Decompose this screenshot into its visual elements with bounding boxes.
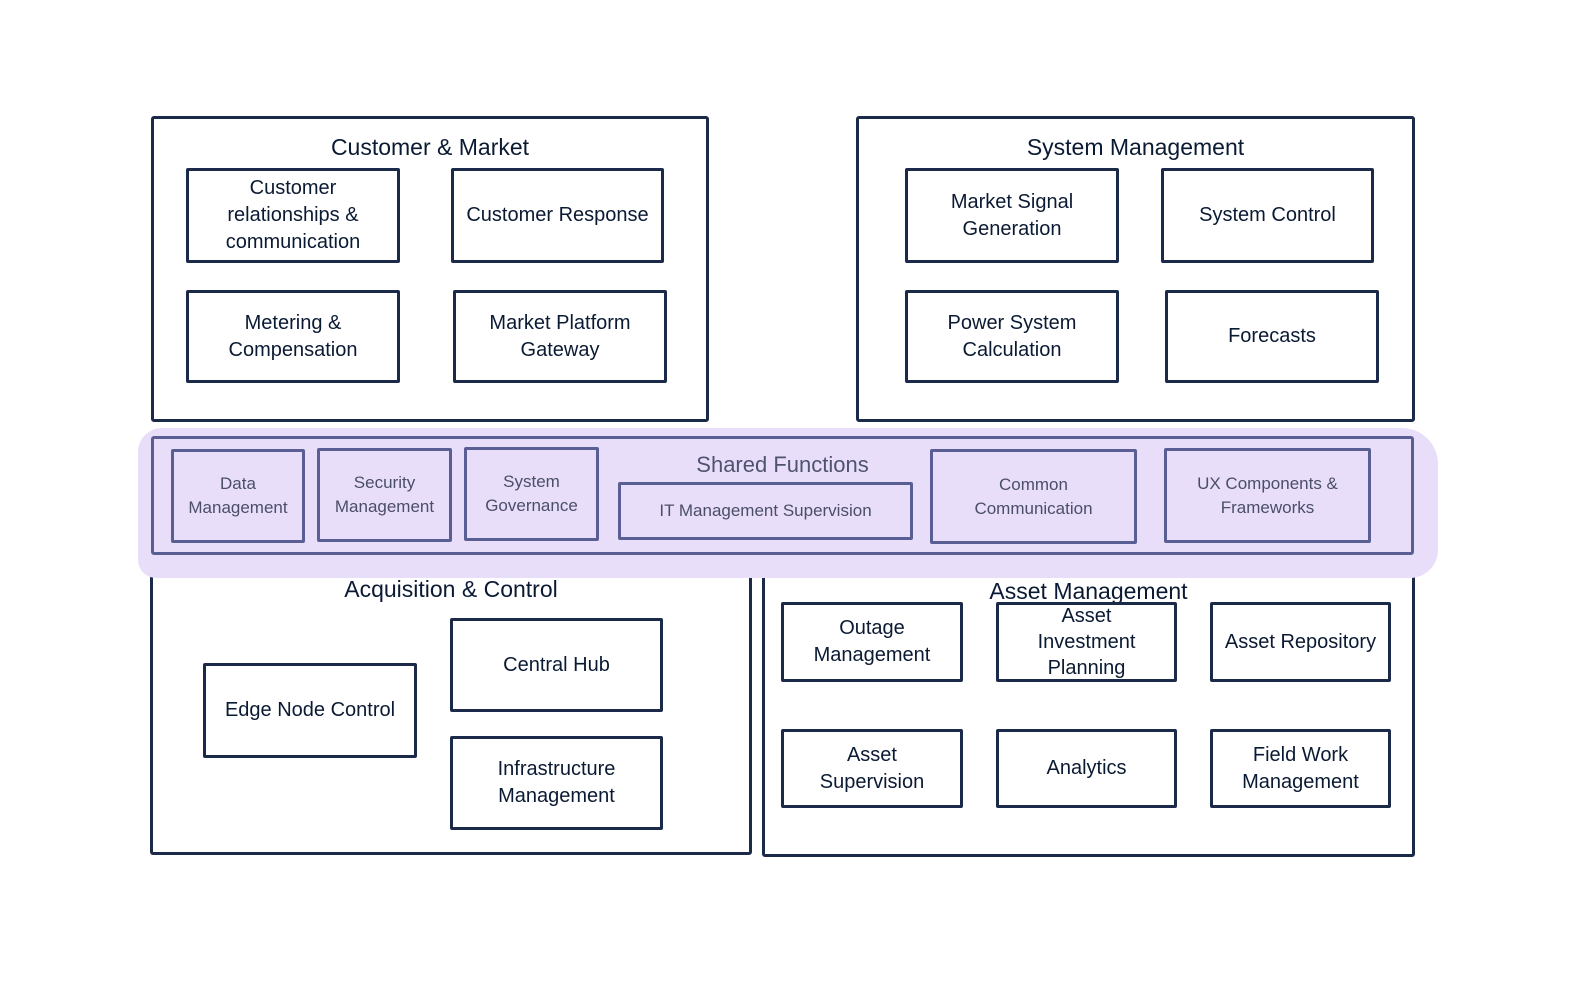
box-label: Analytics — [1046, 757, 1127, 779]
box-label: Field Work Management — [1242, 743, 1359, 793]
group-title-acquisition-control: Acquisition & Control — [344, 576, 558, 602]
box-ux-components-frameworks: UX Components & Frameworks — [1164, 448, 1371, 543]
box-metering-compensation: Metering & Compensation — [186, 290, 400, 383]
box-label: Customer Response — [466, 204, 649, 226]
box-power-system-calculation: Power System Calculation — [905, 290, 1119, 383]
box-label: Common Communication — [974, 474, 1093, 518]
box-label: Asset Repository — [1224, 630, 1377, 653]
box-label: UX Components & Frameworks — [1197, 473, 1338, 517]
box-analytics: Analytics — [996, 729, 1177, 808]
box-data-management: Data Management — [171, 449, 305, 543]
box-label: Customer relationships & communication — [225, 177, 361, 253]
box-label: Power System Calculation — [947, 311, 1077, 361]
box-label: Outage Management — [813, 617, 931, 666]
group-title-system-management: System Management — [1026, 134, 1245, 160]
box-label: Asset Investment Planning — [1037, 605, 1136, 679]
box-label: IT Management Supervision — [659, 501, 872, 520]
box-label: Infrastructure Management — [497, 758, 616, 807]
box-field-work-management: Field Work Management — [1210, 729, 1391, 808]
box-edge-node-control: Edge Node Control — [203, 663, 417, 758]
box-label: Security Management — [334, 473, 435, 516]
box-asset-repository: Asset Repository — [1210, 602, 1391, 682]
group-customer-market: Customer & Market — [151, 116, 709, 422]
box-system-governance: System Governance — [464, 447, 599, 541]
box-customer-relationships: Customer relationships & communication — [186, 168, 400, 263]
group-system-management: System Management — [856, 116, 1415, 422]
box-system-control: System Control — [1161, 168, 1374, 263]
box-central-hub: Central Hub — [450, 618, 663, 712]
box-outage-management: Outage Management — [781, 602, 963, 682]
box-label: Market Platform Gateway — [489, 311, 631, 361]
box-label: Market Signal Generation — [950, 190, 1074, 240]
box-label: Forecasts — [1228, 325, 1316, 347]
box-market-signal-generation: Market Signal Generation — [905, 168, 1119, 263]
box-asset-investment-planning: Asset Investment Planning — [996, 602, 1177, 682]
box-infrastructure-management: Infrastructure Management — [450, 736, 663, 830]
box-forecasts: Forecasts — [1165, 290, 1379, 383]
group-title-customer-market: Customer & Market — [330, 134, 530, 160]
box-label: System Governance — [485, 472, 578, 515]
box-label: Data Management — [188, 474, 288, 517]
box-label: Asset Supervision — [819, 743, 925, 793]
group-title-asset-management: Asset Management — [989, 578, 1188, 604]
group-title-shared-functions: Shared Functions — [696, 452, 869, 477]
box-label: Metering & Compensation — [228, 311, 358, 361]
box-market-platform-gateway: Market Platform Gateway — [453, 290, 667, 383]
box-label: Central Hub — [503, 653, 610, 676]
box-label: System Control — [1199, 204, 1336, 226]
box-common-communication: Common Communication — [930, 449, 1137, 544]
box-label: Edge Node Control — [224, 699, 396, 721]
box-customer-response: Customer Response — [451, 168, 664, 263]
box-security-management: Security Management — [317, 448, 452, 542]
box-it-management-supervision: IT Management Supervision — [618, 482, 913, 540]
box-asset-supervision: Asset Supervision — [781, 729, 963, 808]
group-shared-functions — [151, 436, 1414, 555]
